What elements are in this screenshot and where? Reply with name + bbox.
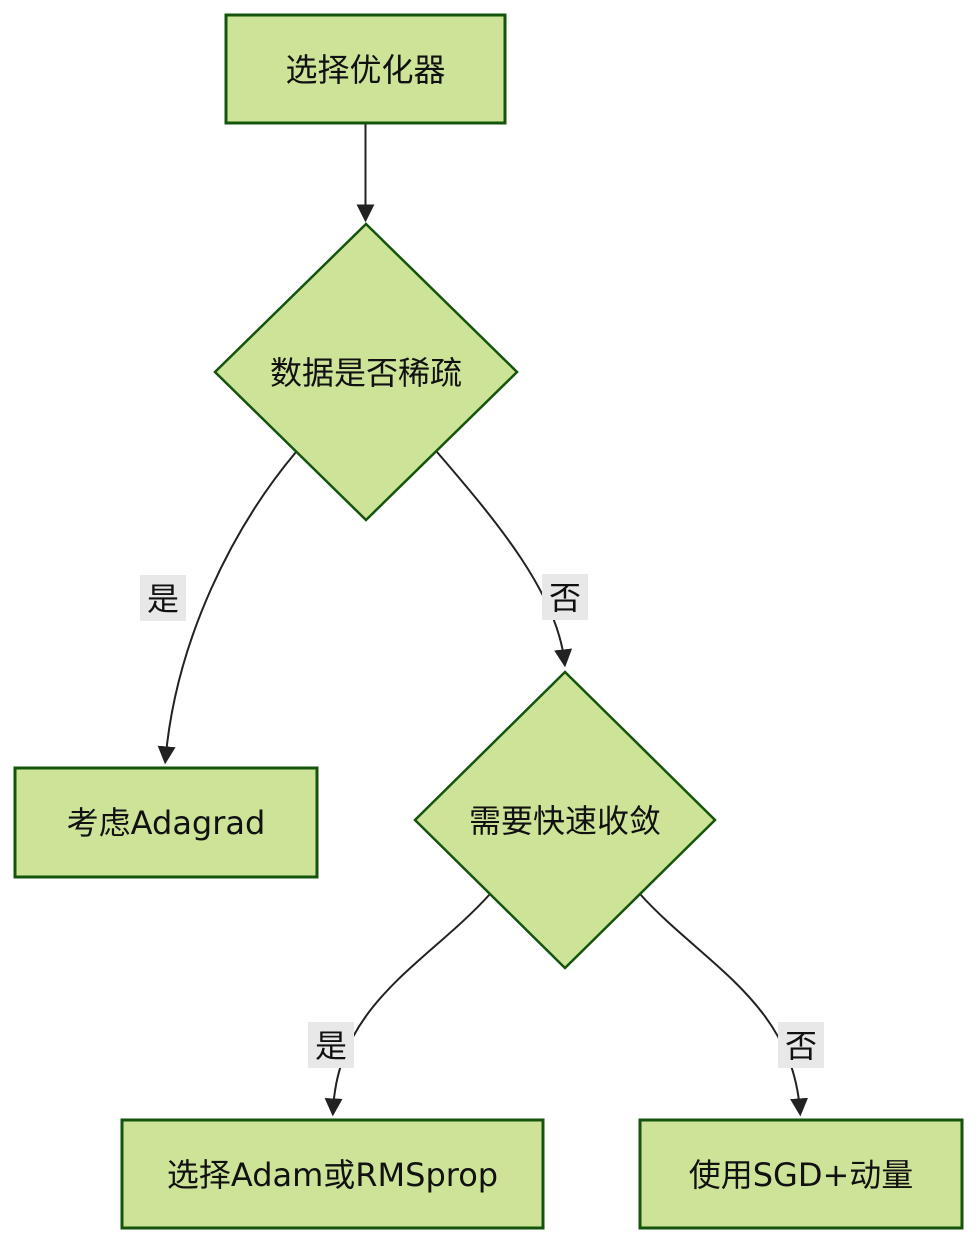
edge-label-text: 否 <box>549 579 581 617</box>
edge-label-fast-yes: 是 <box>308 1022 354 1068</box>
node-adam: 选择Adam或RMSprop <box>120 1118 545 1230</box>
node-adagrad: 考虑Adagrad <box>13 766 319 879</box>
edge-label-sparse-yes: 是 <box>140 575 186 621</box>
node-start-shape <box>224 13 507 125</box>
node-adam-label: 选择Adam或RMSprop <box>167 1156 498 1194</box>
edge-label-sparse-no: 否 <box>542 574 588 620</box>
node-sgd-label: 使用SGD+动量 <box>689 1156 914 1194</box>
node-sparse-decision: 数据是否稀疏 <box>213 222 519 522</box>
node-sparse-shape <box>213 222 519 522</box>
node-adagrad-label: 考虑Adagrad <box>67 804 266 842</box>
edge-label-text: 是 <box>315 1027 347 1065</box>
node-adagrad-shape <box>13 766 319 879</box>
node-start-label: 选择优化器 <box>285 51 445 89</box>
edge-fast-no-to-sgd <box>639 893 809 1117</box>
node-start: 选择优化器 <box>224 13 507 125</box>
edge-label-bg <box>778 1022 824 1068</box>
edge-label-text: 否 <box>785 1027 817 1065</box>
node-fast-decision: 需要快速收敛 <box>413 670 717 970</box>
node-sgd-shape <box>638 1118 964 1230</box>
node-fast-label: 需要快速收敛 <box>469 802 661 840</box>
edge-sparse-no-to-fast <box>436 451 573 668</box>
edge-label-bg <box>308 1022 354 1068</box>
edge-label-text: 是 <box>147 580 179 618</box>
node-adam-shape <box>120 1118 545 1230</box>
edge-fast-yes-to-adam <box>324 893 491 1117</box>
node-sparse-label: 数据是否稀疏 <box>270 354 462 392</box>
edge-label-bg <box>140 575 186 621</box>
node-sgd: 使用SGD+动量 <box>638 1118 964 1230</box>
edge-label-fast-no: 否 <box>778 1022 824 1068</box>
edge-label-bg <box>542 574 588 620</box>
edge-sparse-yes-to-adagrad <box>157 451 297 765</box>
node-fast-shape <box>413 670 717 970</box>
